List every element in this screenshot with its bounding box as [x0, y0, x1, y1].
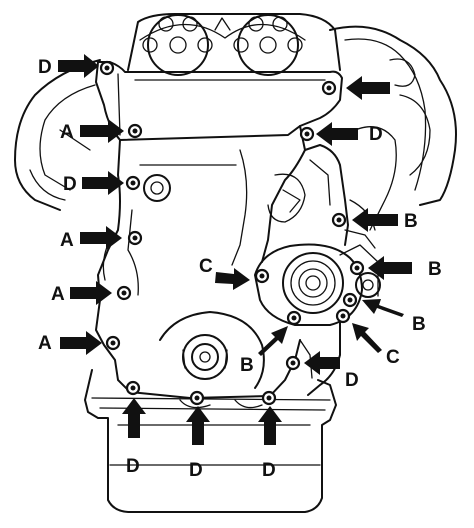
oil-pan	[84, 369, 337, 513]
label-d-bottom-2: D	[189, 460, 203, 481]
label-d-right-lower: D	[345, 370, 359, 391]
arrow-c-right	[352, 323, 382, 353]
round-boss	[143, 174, 171, 202]
bolt-d-top-left	[99, 60, 115, 76]
label-c-right: C	[386, 347, 400, 368]
label-b-center: B	[240, 355, 254, 376]
arrow-d-left	[82, 171, 124, 195]
arrow-b-2	[368, 256, 412, 280]
bolt-d-right-upper	[299, 126, 315, 142]
arrow-d-right-upper	[316, 122, 358, 146]
water-pump	[254, 243, 381, 326]
label-a-3: A	[51, 284, 65, 305]
bolt-d-bottom-3	[261, 390, 277, 406]
bolt-d-bottom-1	[125, 380, 141, 396]
bolt-c-right	[335, 308, 351, 324]
arrow-a-4	[60, 331, 102, 355]
label-d-right-upper: D	[369, 124, 383, 145]
label-a-4: A	[38, 333, 52, 354]
crankshaft-pulley	[182, 334, 228, 380]
bolt-b-2	[349, 260, 365, 276]
arrow-d-top-left	[58, 54, 99, 78]
bolt-a-1	[127, 123, 143, 139]
arrow-d-bottom-1	[122, 398, 146, 438]
left-cam-sprocket	[142, 14, 213, 76]
arrow-b-center	[258, 326, 288, 356]
arrow-b-1	[352, 208, 398, 232]
labels: D A D A A A C D B B B C B D D D D	[38, 57, 442, 481]
arrow-c-center	[215, 268, 250, 290]
bolt-b-center	[286, 310, 302, 326]
bolt-a-2	[127, 230, 143, 246]
bolt-c-center	[254, 268, 270, 284]
label-d-bottom-3: D	[262, 460, 276, 481]
label-d-bottom-1: D	[126, 456, 140, 477]
arrow-a-2	[80, 226, 122, 250]
bolt-b-3	[342, 292, 358, 308]
bolts	[99, 60, 365, 406]
arrow-b-3	[362, 299, 404, 317]
arrow-a-1	[80, 119, 124, 143]
bolt-d-right-lower	[285, 355, 301, 371]
label-b-2: B	[428, 259, 442, 280]
arrows	[58, 54, 412, 445]
label-b-1: B	[404, 211, 418, 232]
arrow-d-bottom-2	[186, 406, 210, 445]
label-a-2: A	[60, 230, 74, 251]
label-b-3: B	[412, 314, 426, 335]
bolt-a-4	[105, 335, 121, 351]
bolt-top-right	[321, 80, 337, 96]
bolt-d-left	[125, 175, 141, 191]
arrow-d-right-lower	[304, 351, 340, 375]
label-a-1: A	[60, 122, 74, 143]
bolt-d-bottom-2	[189, 390, 205, 406]
arrow-top-right	[346, 76, 390, 100]
arrow-a-3	[70, 281, 112, 305]
right-cam-sprocket	[233, 14, 303, 76]
label-c-center: C	[199, 256, 213, 277]
label-top-left-d: D	[38, 57, 52, 78]
label-d-left: D	[63, 174, 77, 195]
bolt-a-3	[116, 285, 132, 301]
bolt-b-1	[331, 212, 347, 228]
arrow-d-bottom-3	[258, 406, 282, 445]
